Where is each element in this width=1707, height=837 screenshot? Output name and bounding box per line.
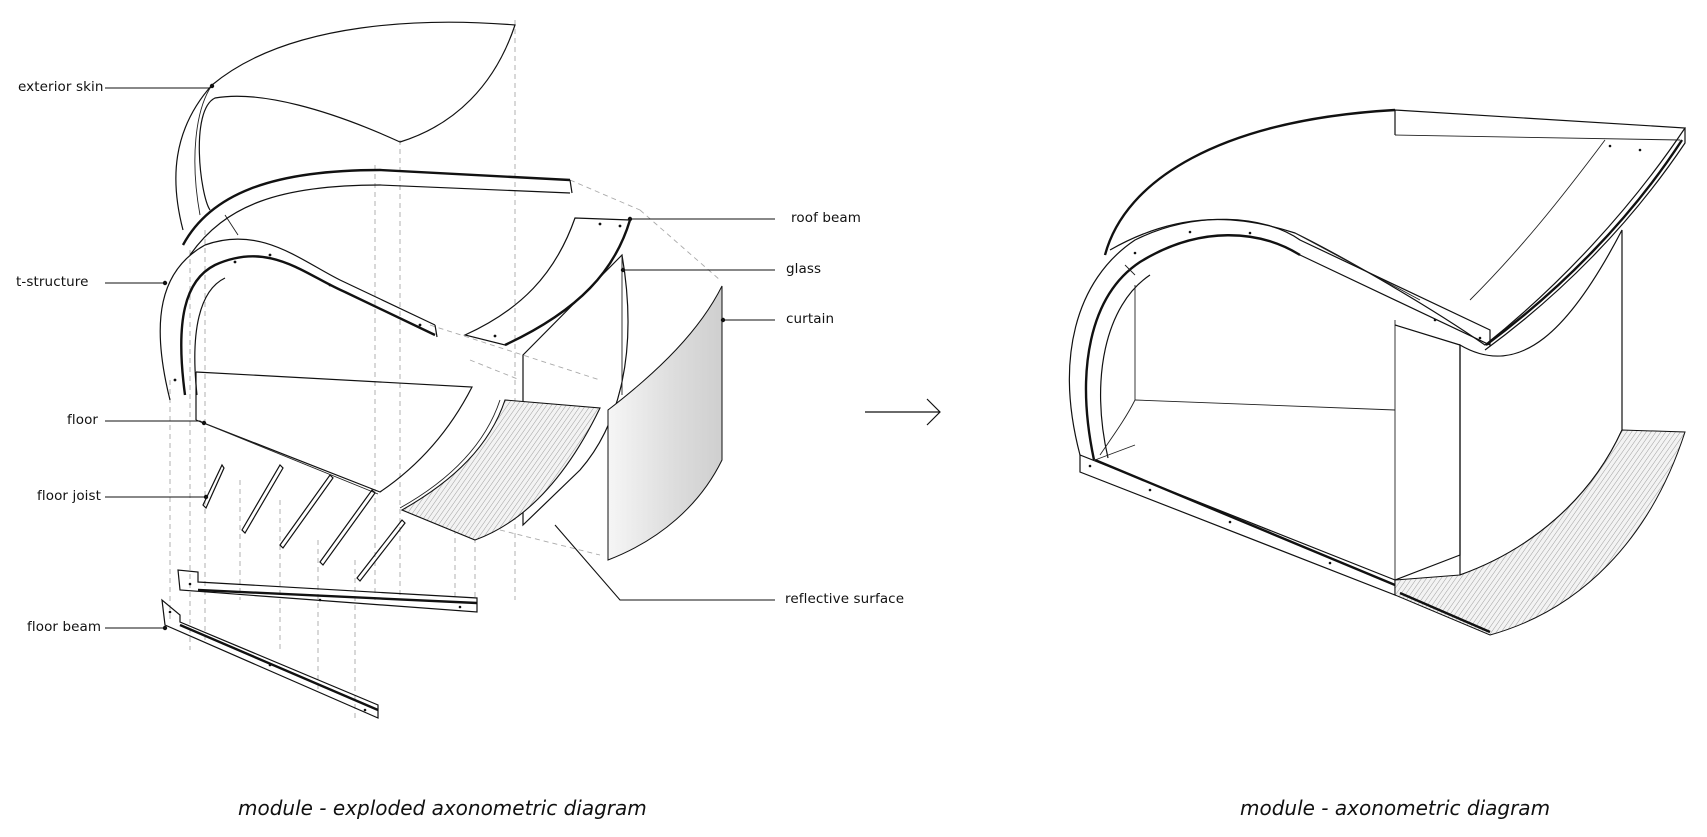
t-structure-upper-part — [181, 168, 573, 256]
floor-part — [195, 371, 473, 495]
caption-exploded-diagram: module - exploded axonometric diagram — [238, 796, 647, 820]
label-reflective-surface: reflective surface — [785, 591, 905, 607]
caption-assembled-diagram: module - axonometric diagram — [1240, 796, 1551, 820]
label-curtain: curtain — [786, 311, 835, 327]
curtain-part — [607, 285, 723, 561]
transition-arrow-icon — [865, 398, 941, 426]
roof-beam-part — [463, 217, 632, 347]
floor-joists-part — [202, 463, 406, 582]
label-floor: floor — [67, 412, 99, 428]
floor-beams-part — [161, 569, 478, 719]
assembled-axonometric-diagram — [1068, 108, 1687, 636]
label-leaders — [105, 83, 775, 631]
label-floor-beam: floor beam — [27, 619, 102, 635]
label-glass: glass — [786, 261, 822, 277]
label-t-structure: t-structure — [16, 274, 89, 290]
glass-part — [522, 253, 629, 527]
label-floor-joist: floor joist — [37, 488, 102, 504]
exterior-skin-part — [175, 21, 516, 231]
label-roof-beam: roof beam — [791, 210, 862, 226]
exploded-axonometric-diagram — [105, 20, 775, 720]
projection-lines — [169, 20, 721, 720]
t-structure-front-part — [159, 238, 438, 401]
label-exterior-skin: exterior skin — [18, 79, 104, 95]
reflective-surface-part — [399, 399, 601, 541]
